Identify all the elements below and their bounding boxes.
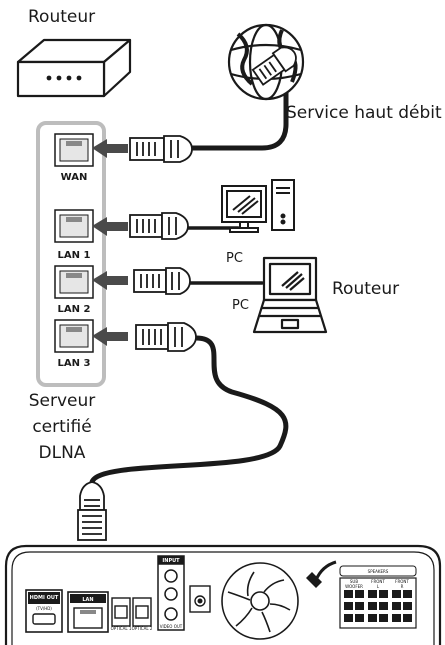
dlna-label-line3: DLNA bbox=[39, 443, 86, 463]
optical-ports bbox=[111, 597, 152, 627]
hdmi-out-label: HDMI OUT bbox=[30, 595, 59, 601]
player-lan-port bbox=[67, 591, 109, 633]
router-label-top: Routeur bbox=[28, 7, 95, 27]
input-label: INPUT bbox=[162, 558, 180, 564]
lan1-port bbox=[54, 209, 94, 243]
optical1-label: OPTICAL 1 bbox=[111, 626, 132, 631]
cooling-fan-vent bbox=[221, 562, 299, 640]
lan1-arrow bbox=[92, 217, 128, 236]
input-video-ports bbox=[157, 555, 185, 631]
wan-port bbox=[54, 133, 94, 167]
lan2-label: LAN 2 bbox=[58, 304, 91, 315]
router-icon bbox=[16, 38, 132, 98]
lan1-plug bbox=[129, 212, 189, 240]
dlna-label-line2: certifié bbox=[32, 417, 91, 437]
speakers-label: SPEAKERS bbox=[368, 569, 389, 574]
lan2-plug bbox=[133, 267, 191, 295]
broadband-cable bbox=[189, 55, 289, 151]
woofer-label: WOOFER bbox=[345, 584, 363, 589]
wan-plug bbox=[129, 135, 193, 163]
front-right-r: R bbox=[401, 584, 404, 589]
front-right-label: FRONT bbox=[395, 579, 409, 584]
lan2-port bbox=[54, 265, 94, 299]
player-cable bbox=[89, 335, 289, 485]
antenna-port bbox=[189, 585, 211, 613]
power-cord-icon bbox=[306, 560, 337, 588]
desktop-pc-icon bbox=[221, 179, 295, 233]
hdmi-out-port bbox=[25, 589, 63, 633]
lan3-arrow bbox=[92, 327, 128, 346]
lan3-port bbox=[54, 319, 94, 353]
lan2-arrow bbox=[92, 271, 128, 290]
speaker-terminals bbox=[339, 565, 417, 629]
front-left-label: FRONT bbox=[371, 579, 385, 584]
broadband-plug bbox=[251, 46, 297, 86]
video-out-label: VIDEO OUT bbox=[160, 624, 183, 629]
dlna-label-line1: Serveur bbox=[29, 391, 96, 411]
router-label-right: Routeur bbox=[332, 279, 399, 299]
lan3-label: LAN 3 bbox=[58, 358, 91, 369]
lan3-plug bbox=[135, 322, 197, 352]
wan-arrow bbox=[92, 139, 128, 158]
sub-label: SUB bbox=[350, 579, 358, 584]
front-left-l: L bbox=[377, 584, 380, 589]
pc-label-mid: PC bbox=[232, 298, 249, 313]
player-lan-label: LAN bbox=[82, 597, 93, 603]
player-plug bbox=[77, 481, 107, 541]
optical2-label: OPTICAL 2 bbox=[132, 626, 153, 631]
pc-label-top: PC bbox=[226, 251, 243, 266]
hdmi-sub-label: (TV/HD) bbox=[36, 606, 52, 611]
broadband-label: Service haut débit bbox=[286, 103, 442, 123]
lan1-label: LAN 1 bbox=[58, 250, 91, 261]
wan-label: WAN bbox=[61, 172, 88, 183]
laptop-icon bbox=[252, 256, 328, 334]
